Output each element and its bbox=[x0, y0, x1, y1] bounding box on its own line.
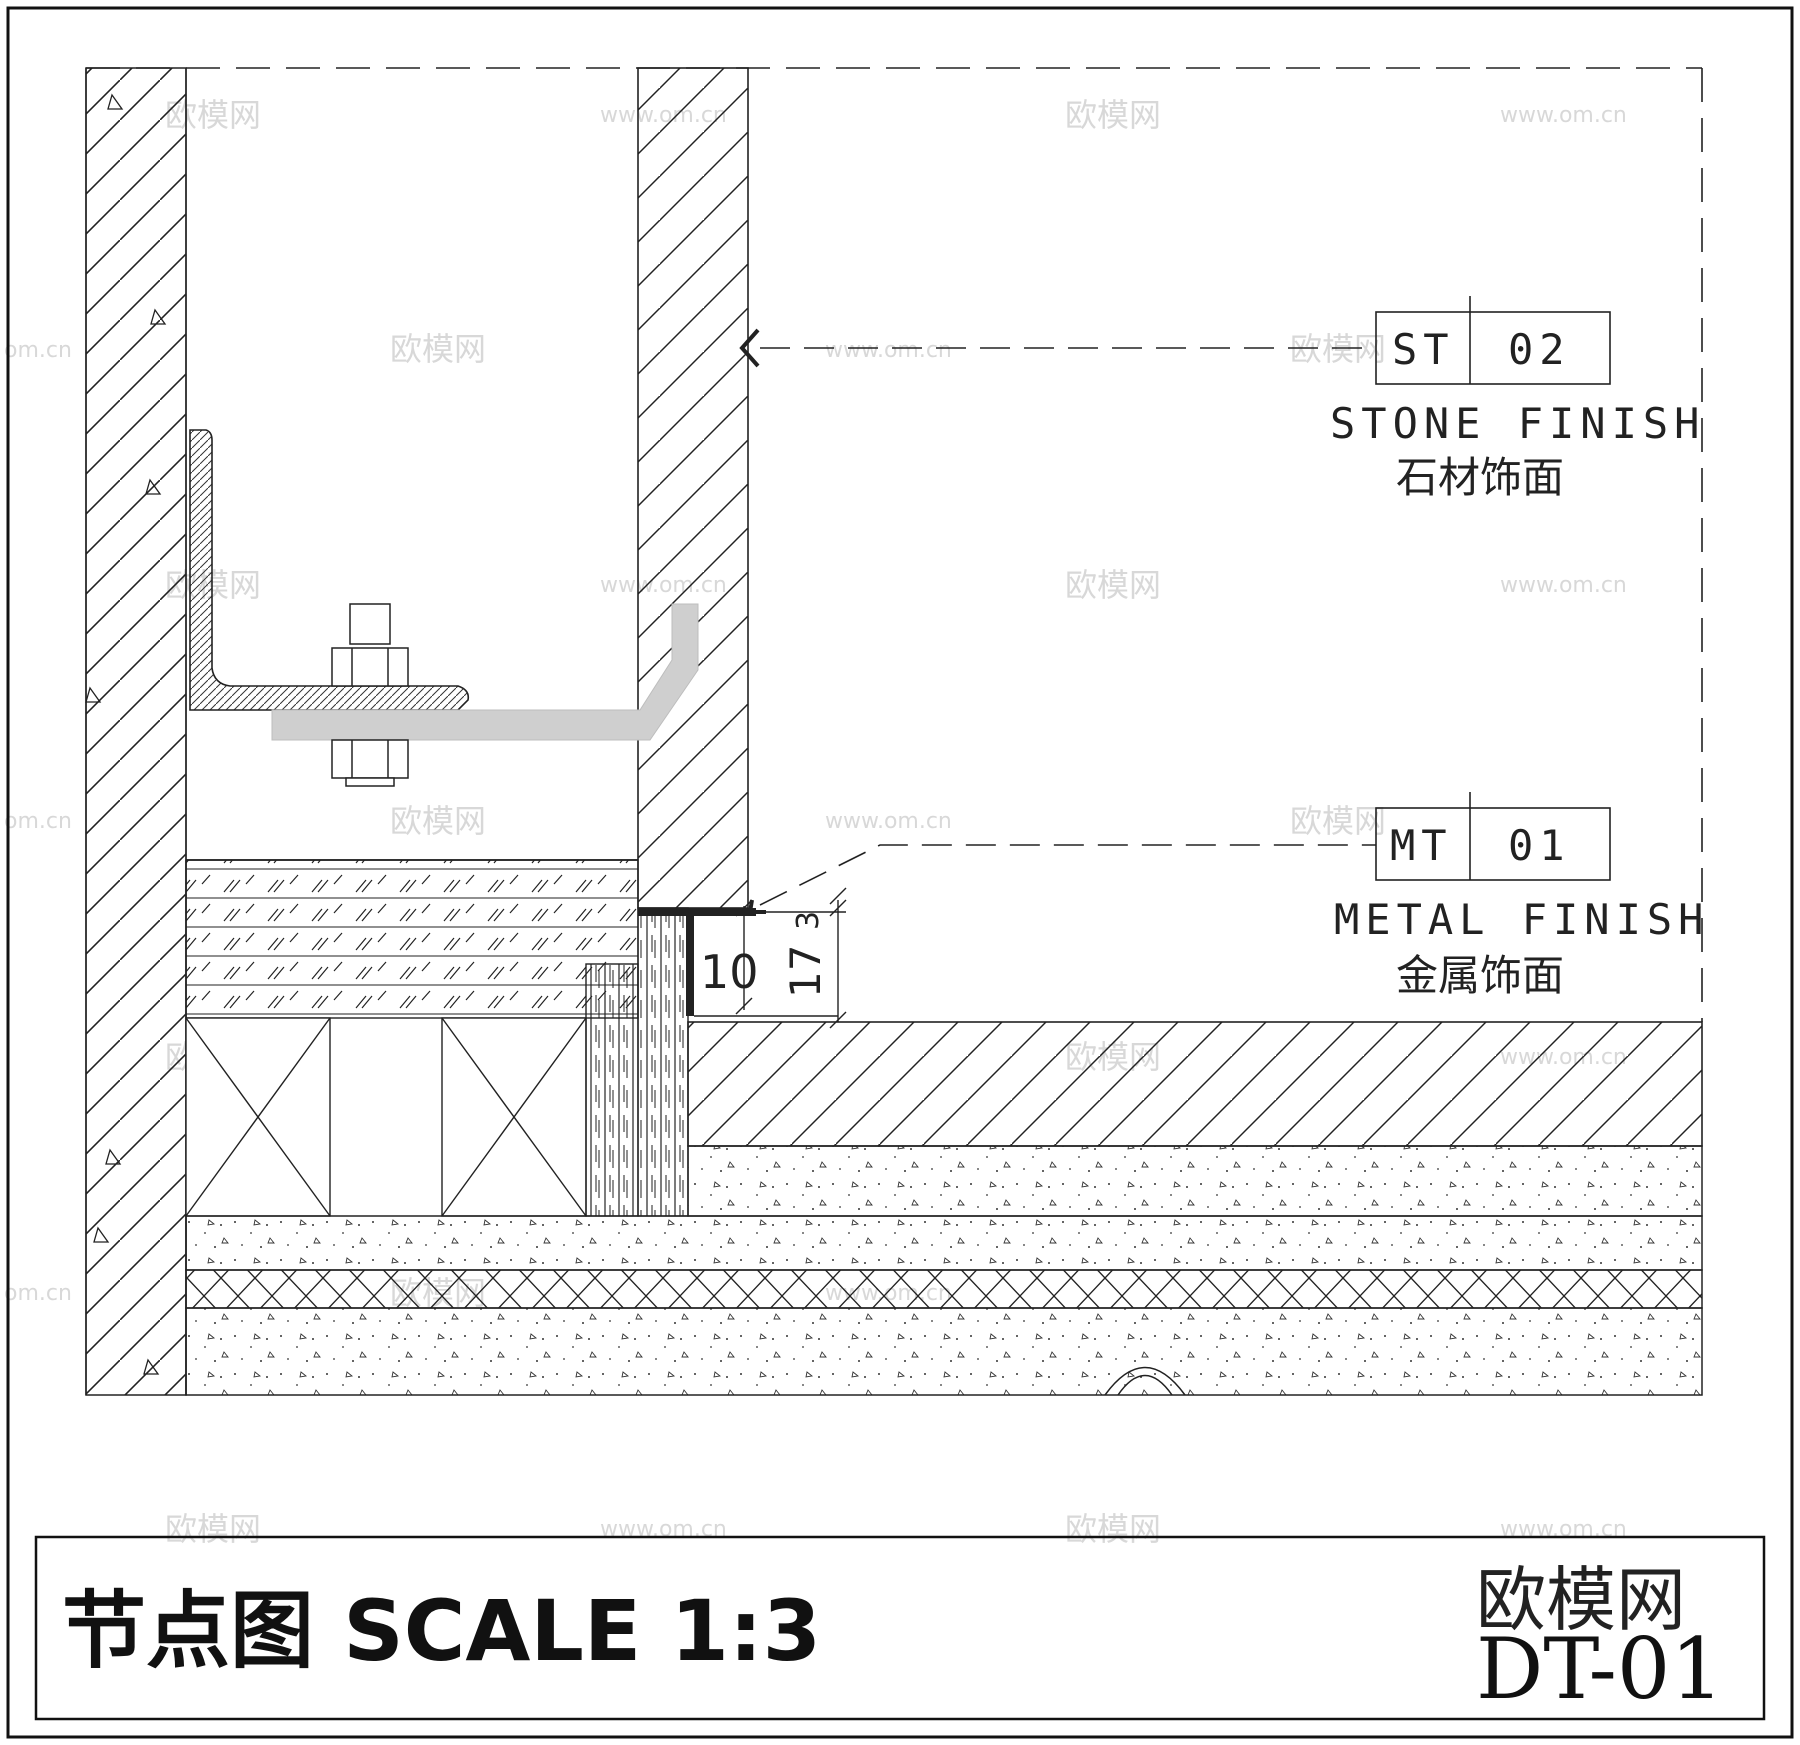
anchor-bolt bbox=[331, 603, 409, 787]
watermark-text: 欧模网 bbox=[1065, 96, 1161, 134]
watermark-url: www.om.cn bbox=[1500, 573, 1627, 598]
title-block: 节点图 SCALE 1:3 欧模网 DT-01 bbox=[34, 1535, 1766, 1721]
tag-stone-finish: ST 02 STONE FINISH 石材饰面 bbox=[1330, 296, 1705, 502]
watermark-text: 欧模网 bbox=[1065, 566, 1161, 604]
tag-label-en: METAL FINISH bbox=[1334, 895, 1709, 944]
watermark-text: 欧模网 bbox=[165, 1510, 261, 1548]
watermark-url: www.om.cn bbox=[825, 338, 952, 363]
tag-label-cn: 石材饰面 bbox=[1396, 453, 1564, 502]
watermark-url: om.cn bbox=[4, 1281, 72, 1306]
drawing-title: 节点图 SCALE 1:3 bbox=[62, 1582, 821, 1680]
board-layers bbox=[185, 859, 639, 1019]
metal-trim bbox=[638, 908, 756, 1016]
watermark-text: 欧模网 bbox=[1065, 1510, 1161, 1548]
dimension-label: 3 bbox=[791, 911, 826, 930]
watermark-url: www.om.cn bbox=[1500, 103, 1627, 128]
tag-label-en: STONE FINISH bbox=[1330, 399, 1705, 448]
watermark-text: 欧模网 bbox=[390, 802, 486, 840]
sheet-border bbox=[6, 6, 1794, 1739]
left-wall bbox=[85, 67, 187, 1396]
dimensions bbox=[694, 887, 847, 1029]
drawing-number: DT-01 bbox=[1476, 1620, 1724, 1718]
tag-label-cn: 金属饰面 bbox=[1396, 951, 1564, 1000]
break-lines bbox=[86, 67, 1703, 1022]
watermark-text: 欧模网 bbox=[390, 330, 486, 368]
stone-cladding bbox=[637, 67, 749, 909]
dimension-label: 10 bbox=[700, 945, 759, 999]
watermark-url: om.cn bbox=[4, 338, 72, 363]
watermark-text: 欧模网 bbox=[1290, 330, 1386, 368]
tag-code: MT bbox=[1390, 821, 1453, 870]
tag-metal-finish: MT 01 METAL FINISH 金属饰面 bbox=[1334, 792, 1709, 1000]
watermark-url: www.om.cn bbox=[825, 809, 952, 834]
tag-code: ST bbox=[1392, 325, 1455, 374]
stone-floor bbox=[687, 1021, 1703, 1147]
brand-logo: 欧模网 bbox=[1476, 1559, 1686, 1641]
timber-blocks bbox=[185, 1017, 587, 1217]
floor-layers bbox=[185, 1145, 1703, 1396]
tag-number: 01 bbox=[1508, 821, 1571, 870]
watermark-url: om.cn bbox=[4, 809, 72, 834]
dimension-label: 17 bbox=[781, 945, 830, 998]
watermark-text: 欧模网 bbox=[1290, 802, 1386, 840]
tag-number: 02 bbox=[1508, 325, 1571, 374]
